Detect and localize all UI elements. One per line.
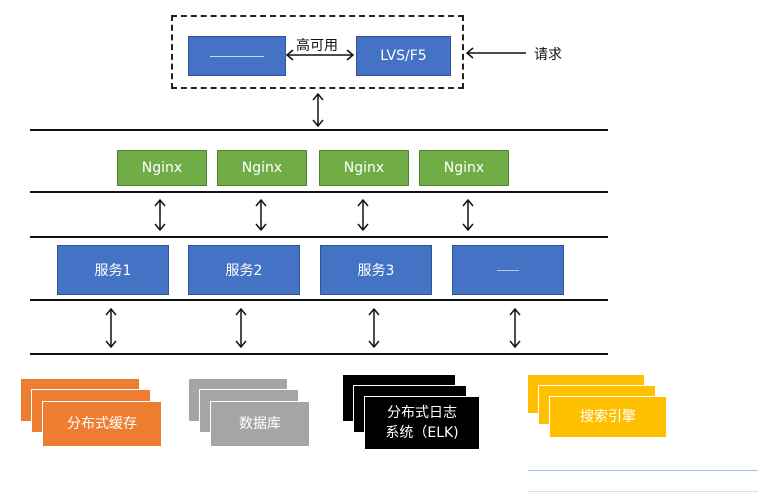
cache-box: 分布式缓存: [42, 401, 162, 447]
decorative-line: [528, 491, 758, 492]
load-balancer-standby-box: [188, 36, 286, 76]
service-box-placeholder: [452, 245, 564, 295]
log-label-line1: 分布式日志: [387, 405, 457, 421]
placeholder-line: [497, 269, 519, 271]
service-label: 服务2: [225, 263, 263, 279]
search-label: 搜索引擎: [580, 409, 636, 425]
divider-line: [30, 299, 608, 301]
nginx-label: Nginx: [241, 160, 283, 176]
vertical-arrow-icon: [312, 92, 324, 128]
service-label: 服务3: [357, 263, 395, 279]
vertical-arrow-icon: [105, 307, 117, 349]
nginx-box: Nginx: [319, 150, 409, 186]
decorative-line: [528, 470, 758, 471]
vertical-arrow-icon: [368, 307, 380, 349]
nginx-box: Nginx: [117, 150, 207, 186]
divider-line: [30, 191, 608, 193]
request-label: 请求: [534, 47, 562, 63]
divider-line: [30, 236, 608, 238]
service-box: 服务2: [188, 245, 300, 295]
nginx-box: Nginx: [419, 150, 509, 186]
log-label-line2: 系统（ELK): [385, 425, 459, 441]
lvs-f5-box: LVS/F5: [356, 36, 451, 76]
divider-line: [30, 129, 608, 131]
request-arrow-icon: [465, 47, 526, 59]
database-box: 数据库: [210, 401, 310, 447]
vertical-arrow-icon: [235, 307, 247, 349]
nginx-label: Nginx: [141, 160, 183, 176]
lvs-label: LVS/F5: [380, 48, 427, 64]
service-box: 服务3: [320, 245, 432, 295]
vertical-arrow-icon: [357, 198, 369, 232]
cache-label: 分布式缓存: [67, 416, 137, 432]
divider-line: [30, 353, 608, 355]
vertical-arrow-icon: [462, 198, 474, 232]
service-box: 服务1: [57, 245, 169, 295]
database-label: 数据库: [239, 416, 281, 432]
nginx-label: Nginx: [443, 160, 485, 176]
ha-group-dashed-frame: [171, 15, 464, 89]
log-system-box: 分布式日志 系统（ELK): [364, 396, 480, 450]
placeholder-line: [210, 55, 264, 57]
vertical-arrow-icon: [255, 198, 267, 232]
ha-label: 高可用: [296, 38, 338, 54]
vertical-arrow-icon: [509, 307, 521, 349]
ha-bidirectional-arrow-icon: [285, 49, 355, 61]
service-label: 服务1: [94, 263, 132, 279]
vertical-arrow-icon: [154, 198, 166, 232]
nginx-box: Nginx: [217, 150, 307, 186]
search-engine-box: 搜索引擎: [549, 396, 667, 438]
nginx-label: Nginx: [343, 160, 385, 176]
